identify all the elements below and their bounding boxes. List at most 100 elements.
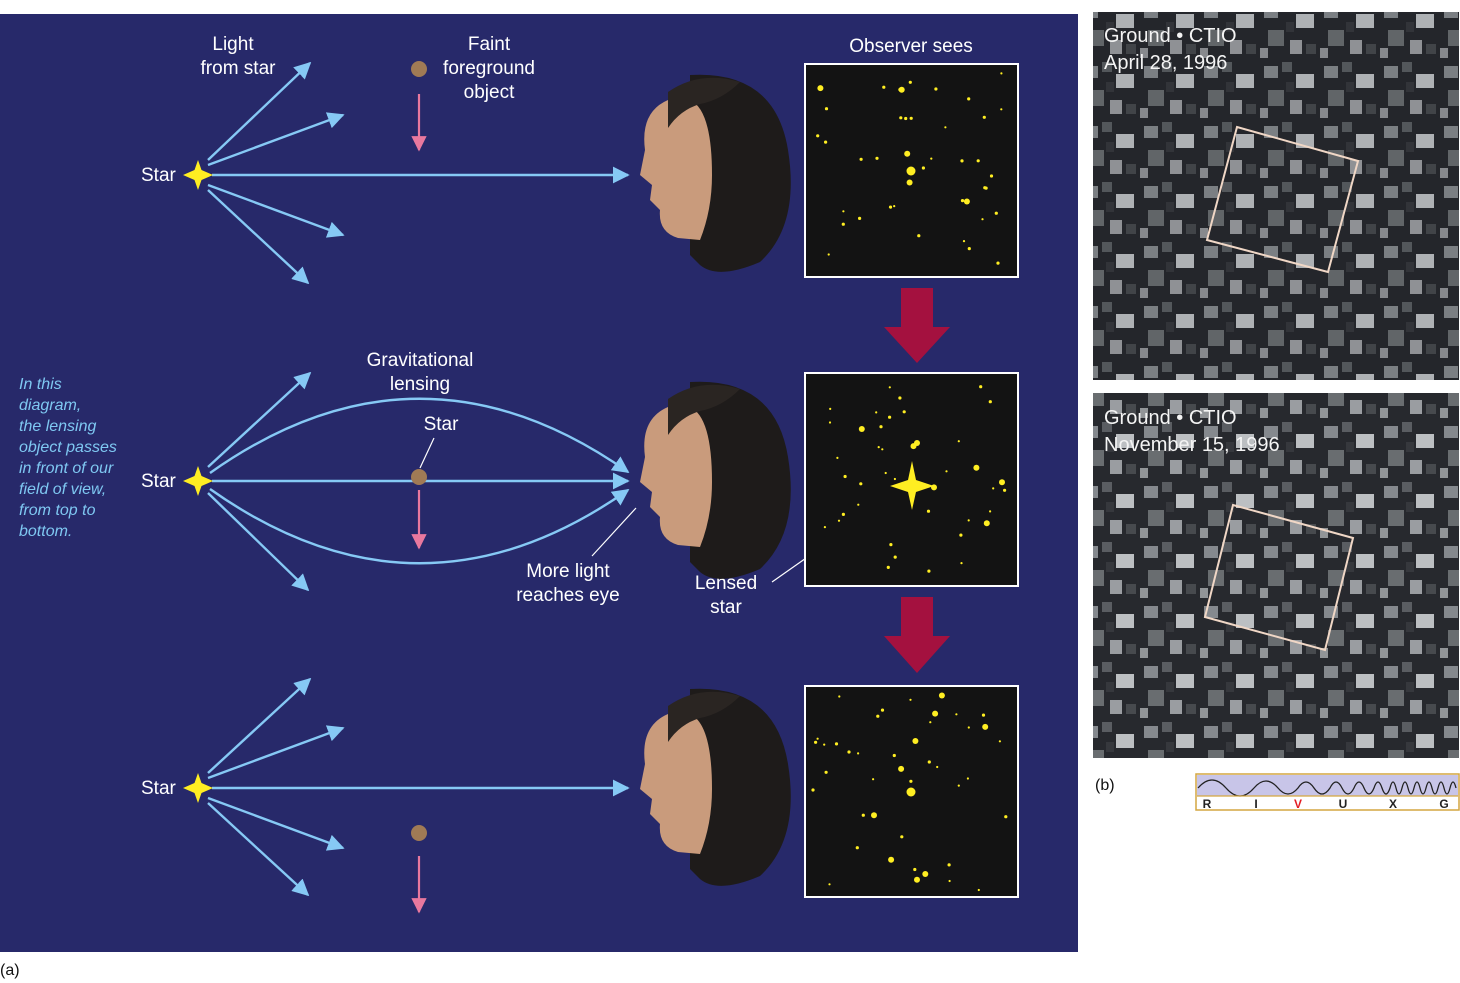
sky-background-star: [959, 533, 963, 537]
sky-background-star: [861, 813, 865, 817]
sky-background-star: [899, 116, 903, 120]
sky-background-star: [889, 543, 893, 547]
sky-background-star: [981, 218, 984, 221]
sky-background-star: [1004, 815, 1008, 819]
panel-a-caption: (a): [0, 962, 20, 979]
sky-background-star: [904, 116, 908, 121]
sky-background-star: [824, 140, 828, 144]
svg-text:in front of our: in front of our: [19, 460, 114, 477]
sky-background-star: [841, 512, 846, 517]
sky-background-star: [876, 714, 880, 718]
svg-text:object passes: object passes: [19, 439, 117, 456]
band-v: V: [1294, 797, 1302, 811]
sky-background-star: [913, 867, 917, 872]
sky-background-star: [957, 440, 960, 443]
sky-background-star: [967, 726, 970, 729]
sky-background-star: [994, 211, 998, 215]
sky-background-star: [976, 159, 980, 163]
sky-background-star: [902, 410, 906, 414]
sky-background-star: [817, 85, 824, 92]
sky-background-star: [888, 856, 895, 863]
sky-background-star: [898, 765, 905, 772]
row2-star-icon: [183, 466, 213, 496]
sky-background-star: [914, 876, 920, 883]
sky-background-star: [838, 695, 841, 698]
sky-background-star: [973, 464, 980, 471]
sky-background-star: [871, 812, 877, 819]
row2-more-light-line2: reaches eye: [516, 585, 620, 606]
sky-background-star: [910, 443, 917, 450]
svg-text:In this: In this: [19, 376, 62, 393]
row2-lens-leader: [419, 437, 435, 469]
sky-background-star: [847, 750, 851, 754]
sky-background-star: [837, 519, 841, 522]
sky-background-star: [908, 80, 912, 84]
ctio-november-target-box: [1203, 503, 1355, 652]
sky-background-star: [875, 411, 878, 414]
sky-background-star: [979, 385, 983, 389]
sky-background-star: [823, 526, 827, 529]
svg-text:diagram,: diagram,: [19, 397, 81, 414]
row3-star-label: Star: [141, 778, 177, 799]
row1-lens-object: [411, 61, 427, 77]
ctio-november-line1: Ground • CTIO: [1104, 407, 1237, 429]
sky-row3-target-star: [906, 787, 916, 797]
sky-background-star: [829, 407, 832, 410]
sky-background-star: [893, 477, 897, 481]
ctio-photo-april-shade: [1093, 12, 1459, 380]
row3-star-rays: [207, 677, 630, 897]
sky-background-star: [988, 400, 992, 404]
sky-background-star: [966, 777, 970, 780]
sky-background-star: [930, 157, 933, 160]
sky-background-star: [960, 199, 965, 203]
row2-more-light-leader: [591, 507, 637, 557]
sky-background-star: [816, 134, 820, 138]
sky-background-star: [859, 157, 863, 161]
sky-background-star: [906, 179, 913, 186]
sky-background-star: [888, 205, 893, 209]
sky-background-star: [841, 222, 845, 226]
sky-background-star: [963, 198, 970, 205]
sky-background-star: [992, 487, 995, 490]
sky-background-star: [955, 713, 958, 716]
sky-background-star: [882, 85, 886, 89]
sky-background-star: [877, 446, 880, 449]
sky-background-star: [998, 740, 1002, 743]
sky-background-star: [982, 115, 986, 119]
row3-star-icon: [183, 773, 213, 803]
row2-lensed-line1: Lensed: [695, 573, 757, 594]
sky-background-star: [938, 692, 945, 699]
sky-background-stars: [811, 72, 1008, 892]
sky-background-star: [843, 474, 847, 479]
sky-background-star: [892, 753, 896, 758]
sky-background-star: [857, 503, 860, 506]
svg-text:field of view,: field of view,: [19, 481, 106, 498]
sky-background-star: [982, 723, 989, 730]
sky-background-star: [983, 186, 987, 190]
sky-background-star: [824, 107, 829, 111]
sky-background-star: [898, 88, 902, 92]
sky-background-star: [884, 471, 887, 475]
row2-star-label: Star: [141, 471, 177, 492]
ctio-photo-november-shade: [1093, 393, 1459, 758]
row1-object-label-line3: object: [464, 82, 515, 103]
sky-background-star: [1003, 488, 1007, 492]
observer-head-row3: [640, 688, 791, 886]
row1-star-rays: [207, 61, 630, 285]
row1-star-icon: [183, 160, 213, 190]
sky-background-star: [836, 456, 839, 459]
svg-text:from top to: from top to: [19, 502, 96, 519]
sky-background-star: [900, 835, 904, 839]
sky-background-star: [816, 737, 819, 740]
sky-background-star: [834, 742, 839, 746]
sky-background-star: [921, 166, 926, 170]
sky-background-star: [858, 216, 862, 220]
ctio-photo-april: [1093, 12, 1459, 380]
sky-background-star: [989, 174, 994, 178]
band-i: I: [1254, 797, 1257, 811]
sky-background-star: [962, 240, 966, 243]
sky-background-star: [948, 879, 951, 883]
sky-background-star: [926, 509, 931, 513]
sky-background-star: [932, 710, 939, 717]
